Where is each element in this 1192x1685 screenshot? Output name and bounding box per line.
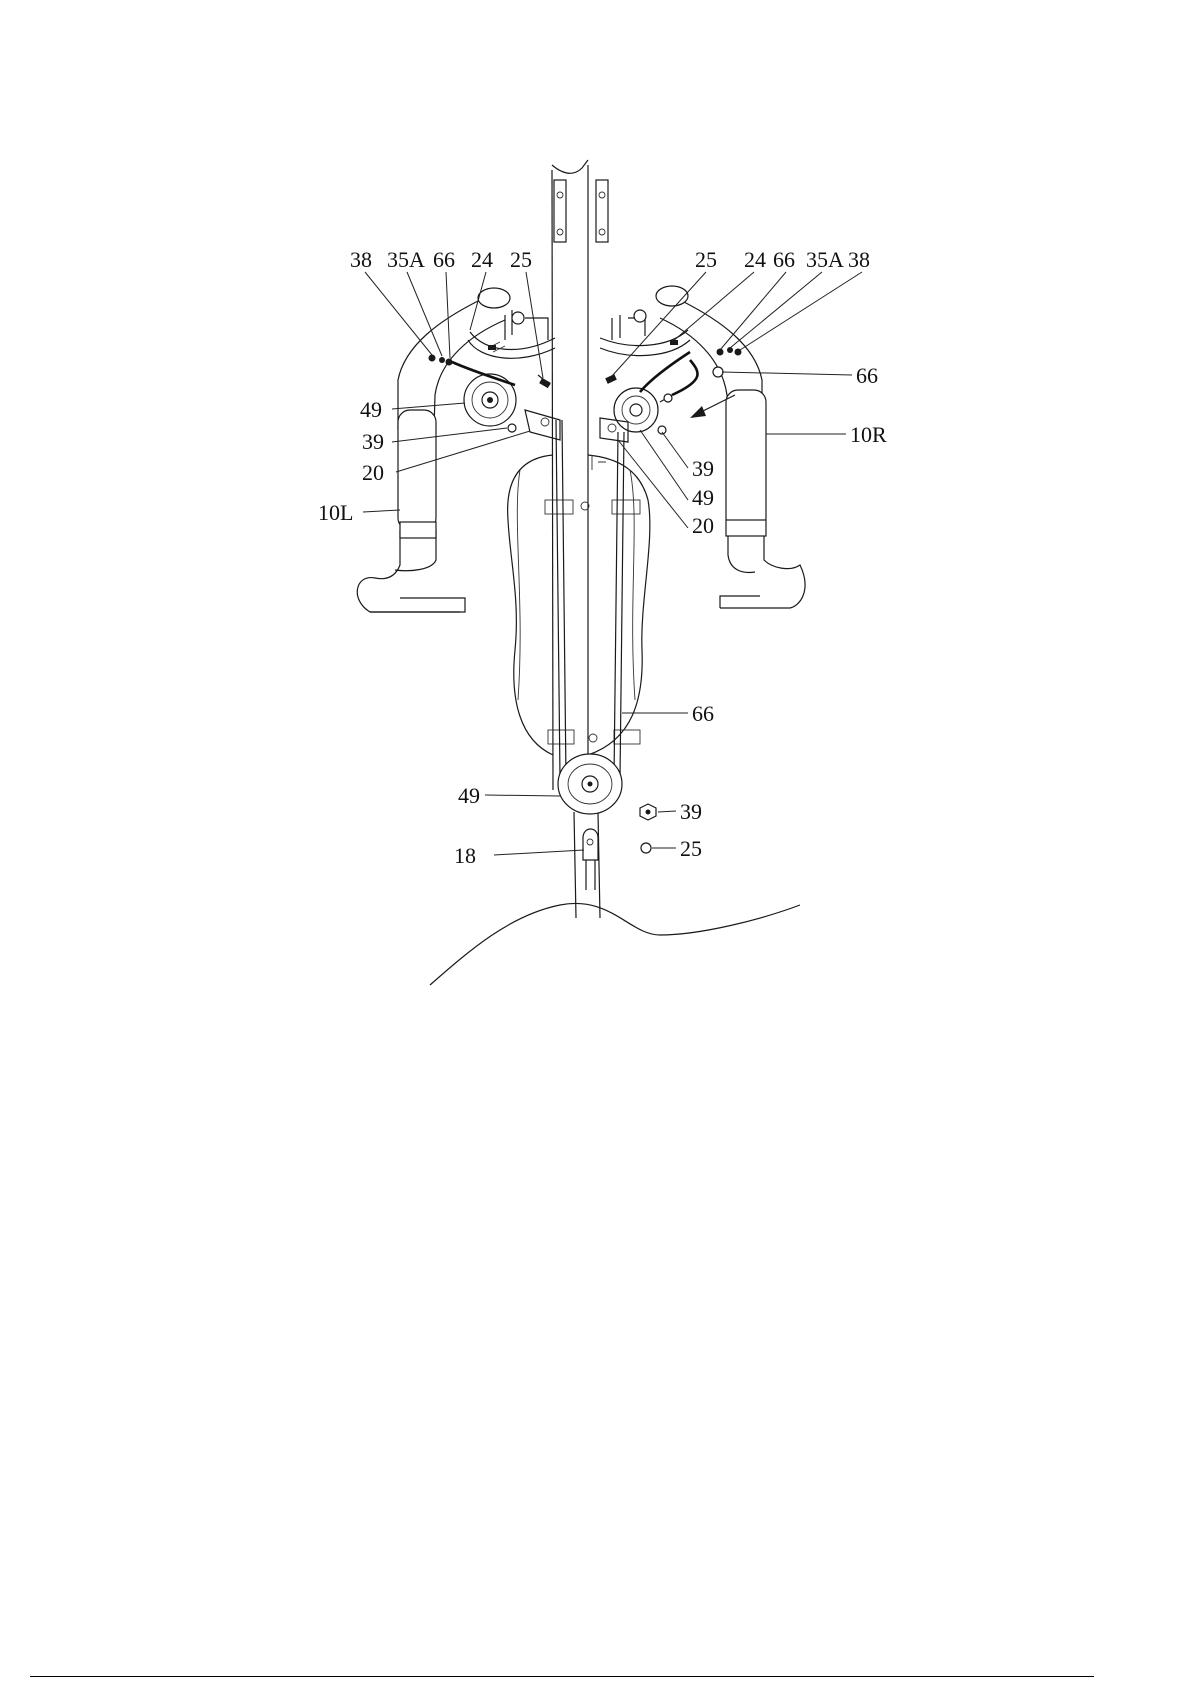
handlebar-right [656,286,805,608]
pulley-bottom [558,754,622,814]
label-35a-right: 35A [806,247,844,272]
label-39-right: 39 [692,456,714,481]
label-49-left: 49 [360,397,382,422]
label-49-bottom: 49 [458,783,480,808]
nut-bottom [640,804,656,820]
label-66-center: 66 [692,701,714,726]
washer-bottom [641,843,651,853]
label-18: 18 [454,843,476,868]
label-39-left: 39 [362,429,384,454]
label-20-left: 20 [362,460,384,485]
footer-rule [30,1676,1094,1677]
pulley-right [600,388,666,442]
label-25-bottom: 25 [680,836,702,861]
fasteners-right [717,347,742,356]
label-66-left: 66 [433,247,455,272]
bracket-right [600,310,690,384]
label-49-right: 49 [692,485,714,510]
label-66-right-top: 66 [773,247,795,272]
label-35a-left: 35A [387,247,425,272]
label-38-right: 38 [848,247,870,272]
label-25-left: 25 [510,247,532,272]
frame-cover [508,455,650,755]
break-line [430,903,800,985]
label-24-left: 24 [471,247,493,272]
label-10r: 10R [850,422,887,447]
label-38-left: 38 [350,247,372,272]
fasteners-left [429,355,453,366]
label-20-right: 20 [692,513,714,538]
label-39-bottom: 39 [680,799,702,824]
label-66-right: 66 [856,363,878,388]
label-10l: 10L [318,500,353,525]
bracket-bottom [583,829,598,890]
label-24-right: 24 [744,247,766,272]
label-25-right: 25 [695,247,717,272]
